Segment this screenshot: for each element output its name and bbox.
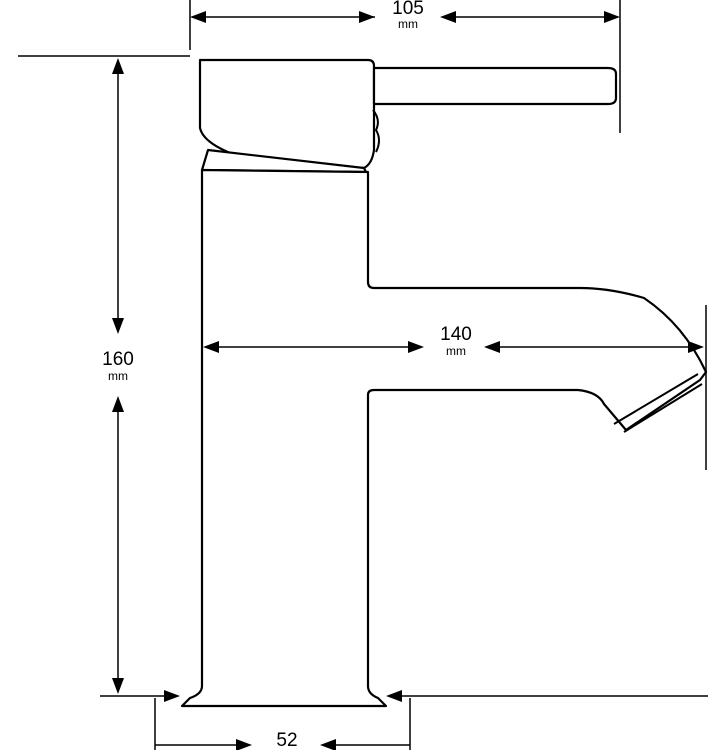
dim-label-spout-reach: 140: [440, 324, 472, 345]
dim-label-base-width: 52: [276, 730, 297, 750]
arrow-reach-mid-right: [484, 341, 500, 353]
arrow-base-right: [320, 739, 336, 750]
faucet-outline: [180, 58, 708, 708]
arrow-base-ext-left: [164, 690, 180, 702]
arrow-base-ext-right: [386, 690, 402, 702]
dimension-handle-width: 105 mm: [190, 0, 620, 31]
extension-lines: [18, 0, 708, 750]
arrow-height-top: [112, 58, 124, 74]
arrow-top-right: [604, 11, 620, 23]
arrow-reach-right: [688, 341, 704, 353]
arrow-height-bottom: [112, 678, 124, 694]
arrow-top-left: [190, 11, 206, 23]
aerator-line-2: [623, 383, 703, 433]
arrow-reach-mid-left: [408, 341, 424, 353]
dim-unit-height: mm: [108, 369, 128, 383]
arrow-top-mid-left: [359, 11, 375, 23]
handle-knurl: [372, 109, 380, 153]
dimension-height: 160 mm: [102, 58, 134, 694]
arrow-top-mid-right: [440, 11, 456, 23]
lever-handle: [198, 58, 376, 170]
arrow-height-lower-mid: [112, 396, 124, 412]
body-spout: [180, 168, 708, 708]
arrow-reach-left: [203, 341, 219, 353]
lever-arm: [372, 66, 618, 106]
dim-label-height: 160: [102, 349, 134, 370]
arrow-base-left: [236, 739, 252, 750]
dimension-base-width: 52: [155, 690, 410, 750]
arrow-height-upper-mid: [112, 318, 124, 334]
dim-unit-handle-width: mm: [398, 17, 418, 31]
dim-label-handle-width: 105: [392, 0, 424, 19]
aerator-line-1: [613, 373, 699, 425]
dimension-spout-reach: 140 mm: [203, 324, 704, 358]
dim-unit-spout-reach: mm: [446, 344, 466, 358]
